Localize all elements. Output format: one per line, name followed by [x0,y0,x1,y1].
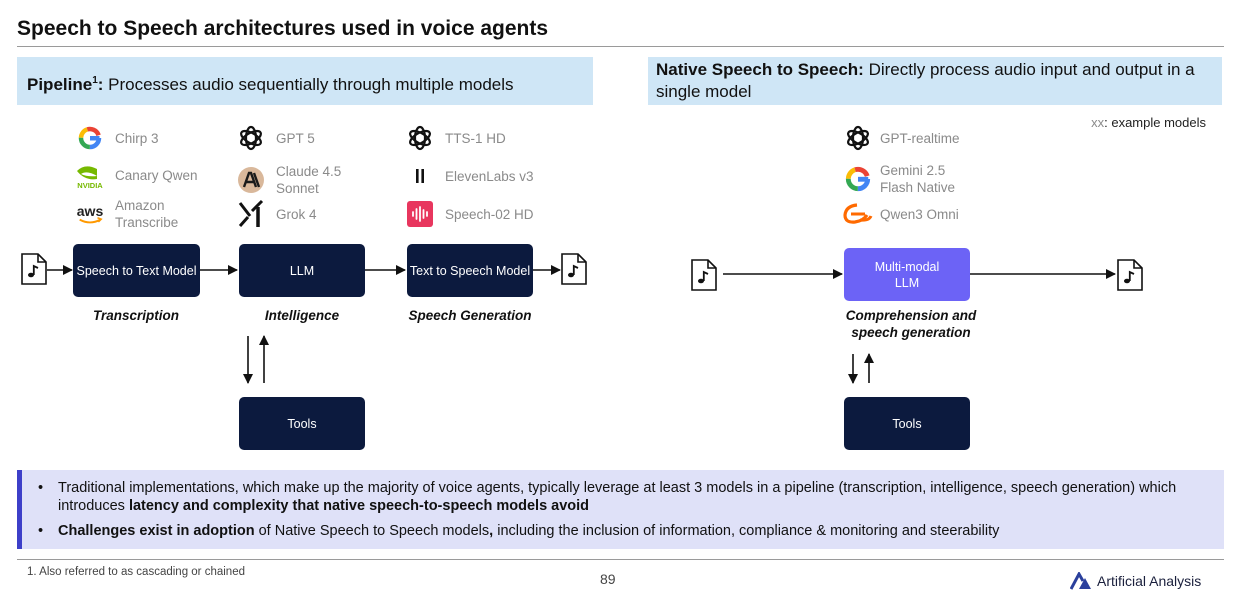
bullet-emphasis: Challenges exist in adoption [58,523,255,539]
bullet-text: of Native Speech to Speech models [254,523,490,539]
model-qwen3-omni: Qwen3 Omni [843,199,959,229]
model-name: Gemini 2.5 Flash Native [880,163,956,195]
caption-transcription: Transcription [92,308,180,323]
minimax-icon [405,199,435,229]
model-name: TTS-1 HD [445,130,506,146]
model-name: ElevenLabs v3 [445,168,534,184]
model-amazon-transcribe: aws Amazon Transcribe [75,197,205,231]
pipeline-tools-box: Tools [239,397,365,450]
openai-icon [236,123,266,153]
model-name: Speech-02 HD [445,206,534,222]
legend-text: : example models [1104,115,1206,130]
pipeline-banner-colon: : [97,75,104,94]
model-gemini-2-5-flash-native: Gemini 2.5 Flash Native [843,162,973,196]
bullet-emphasis: latency and complexity that native speec… [128,498,590,514]
model-tts-1-hd: TTS-1 HD [405,123,506,153]
audio-output-icon [561,253,587,285]
multimodal-llm-box: Multi-modal LLM [844,248,970,301]
native-audio-output-icon [1117,259,1143,291]
bullet-text: Traditional implementations, which make … [58,480,1177,514]
native-banner-label: Native Speech to Speech: [656,60,864,79]
legend-xx: xx [1091,115,1105,130]
bullet-text: including the inclusion of information, … [493,523,1000,539]
model-claude-4-5-sonnet: Claude 4.5 Sonnet [236,163,356,197]
model-canary-qwen: NVIDIA Canary Qwen [75,160,198,190]
artificial-analysis-logo-icon [1070,572,1091,590]
key-takeaways-box: Traditional implementations, which make … [17,470,1224,549]
model-chirp-3: Chirp 3 [75,123,159,153]
brand-logo: Artificial Analysis [1070,572,1201,590]
svg-text:NVIDIA: NVIDIA [77,181,103,189]
model-gpt-5: GPT 5 [236,123,315,153]
tts-model-box: Text to Speech Model [407,244,533,297]
google-icon [75,123,105,153]
nvidia-icon: NVIDIA [75,160,105,190]
alibaba-icon [843,199,873,229]
google-icon [843,164,873,194]
bullet-challenges: Challenges exist in adoption of Native S… [36,522,1204,540]
model-elevenlabs-v3: ElevenLabs v3 [405,161,534,191]
pipeline-footnote-marker: 1 [92,75,98,86]
anthropic-icon [236,165,266,195]
multimodal-llm-label: Multi-modal LLM [874,259,940,290]
model-name: Claude 4.5 Sonnet [276,164,342,196]
native-connectors [723,269,1116,384]
pipeline-connectors [47,265,561,384]
aws-icon: aws [75,199,105,229]
title-divider [17,46,1224,47]
openai-icon [405,123,435,153]
model-name: GPT 5 [276,130,315,146]
elevenlabs-icon [405,161,435,191]
footer-divider [17,559,1224,560]
xai-icon [236,199,266,229]
example-models-legend: xx: example models [1091,115,1206,130]
pipeline-banner-label: Pipeline [27,75,93,94]
native-banner-text: Directly process audio input and output … [656,60,1195,101]
bullet-comma: , [489,523,494,539]
model-gpt-realtime: GPT-realtime [843,123,960,153]
native-tools-box: Tools [844,397,970,450]
native-audio-input-icon [691,259,717,291]
caption-comprehension: Comprehension and speech generation [845,308,977,340]
model-name: Grok 4 [276,206,317,222]
model-name: Chirp 3 [115,130,159,146]
page-number: 89 [600,571,616,587]
stt-model-box: Speech to Text Model [73,244,200,297]
model-name: GPT-realtime [880,130,960,146]
openai-icon [843,123,873,153]
page-title: Speech to Speech architectures used in v… [17,17,549,40]
audio-input-icon [21,253,47,285]
brand-name: Artificial Analysis [1097,573,1202,589]
bullet-traditional: Traditional implementations, which make … [36,479,1204,515]
llm-box: LLM [239,244,365,297]
model-name: Amazon Transcribe [115,198,179,230]
model-name: Canary Qwen [115,167,198,183]
svg-text:aws: aws [77,203,104,219]
pipeline-banner: Pipeline1: Processes audio sequentially … [17,57,593,105]
model-grok-4: Grok 4 [236,199,317,229]
footnote: 1. Also referred to as cascading or chai… [27,566,245,578]
native-banner: Native Speech to Speech: Directly proces… [648,57,1222,105]
model-name: Qwen3 Omni [880,206,959,222]
model-speech-02-hd: Speech-02 HD [405,199,534,229]
caption-intelligence: Intelligence [264,308,340,323]
pipeline-banner-text: Processes audio sequentially through mul… [103,75,514,94]
caption-speech-generation: Speech Generation [408,308,532,323]
